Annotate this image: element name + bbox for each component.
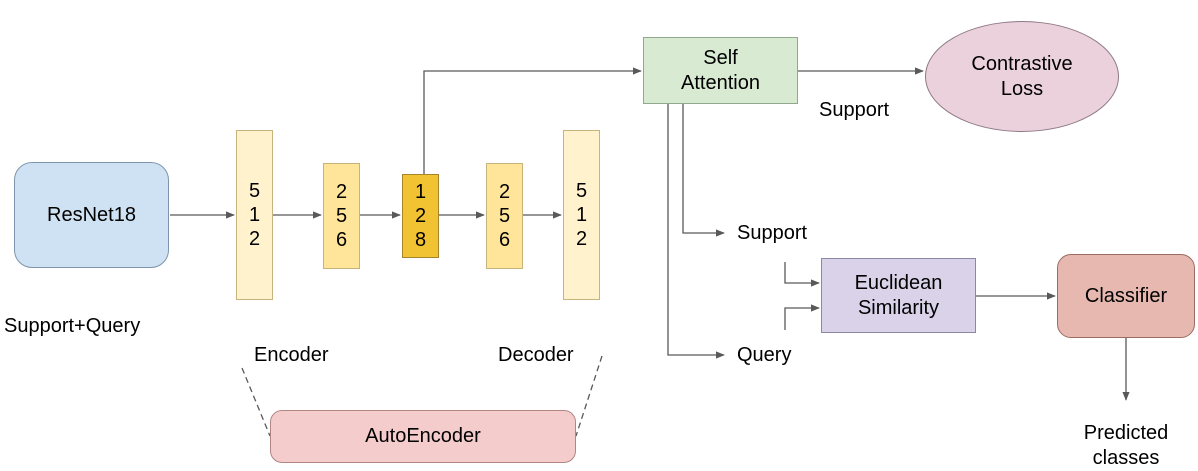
autoencoder-label: AutoEncoder [365,425,481,447]
self-attention-node: Self Attention [643,37,798,104]
resnet18-node: ResNet18 [14,162,169,268]
block-digit: 5 [498,205,511,227]
support-query-label: Support+Query [4,315,141,337]
decoder-label: Decoder [498,344,574,366]
encoder-512-block: 5 1 2 [236,130,273,300]
block-digit: 5 [248,180,261,202]
block-digit: 2 [575,228,588,250]
block-digit: 2 [498,181,511,203]
block-digit: 1 [414,181,427,203]
dashed-decoder-to-autoencoder [575,355,603,437]
euclidean-similarity-label: Euclidean Similarity [854,271,943,319]
euclidean-similarity-node: Euclidean Similarity [821,258,976,333]
decoder-256-block: 2 5 6 [486,163,523,269]
block-digit: 2 [414,205,427,227]
self-attention-label: Self Attention [681,46,760,94]
block-digit: 1 [575,204,588,226]
support-branch-label: Support [737,222,808,244]
classifier-label: Classifier [1084,284,1168,307]
block-digit: 6 [498,229,511,251]
encoder-256-block: 2 5 6 [323,163,360,269]
support-top-label: Support [819,99,890,121]
autoencoder-node: AutoEncoder [270,410,576,463]
contrastive-loss-node: Contrastive Loss [925,21,1119,132]
bottleneck-128-block: 1 2 8 [402,174,439,258]
edge-support-to-similarity [784,262,820,287]
edge-bottleneck-to-attention [423,67,642,174]
edge-attention-to-query [667,104,725,359]
encoder-label: Encoder [254,344,329,366]
block-digit: 5 [335,205,348,227]
block-digit: 8 [414,229,427,251]
contrastive-loss-label: Contrastive Loss [971,52,1073,100]
dashed-encoder-to-autoencoder [241,367,271,437]
block-digit: 2 [335,181,348,203]
decoder-512-block: 5 1 2 [563,130,600,300]
block-digit: 1 [248,204,261,226]
classifier-node: Classifier [1057,254,1195,338]
query-branch-label: Query [737,344,792,366]
edge-query-to-similarity [784,304,820,330]
block-digit: 6 [335,229,348,251]
resnet18-label: ResNet18 [47,203,136,226]
block-digit: 2 [248,228,261,250]
edge-attention-to-support [682,104,725,237]
predicted-classes-label: Predicted classes [1083,422,1169,469]
block-digit: 5 [575,180,588,202]
